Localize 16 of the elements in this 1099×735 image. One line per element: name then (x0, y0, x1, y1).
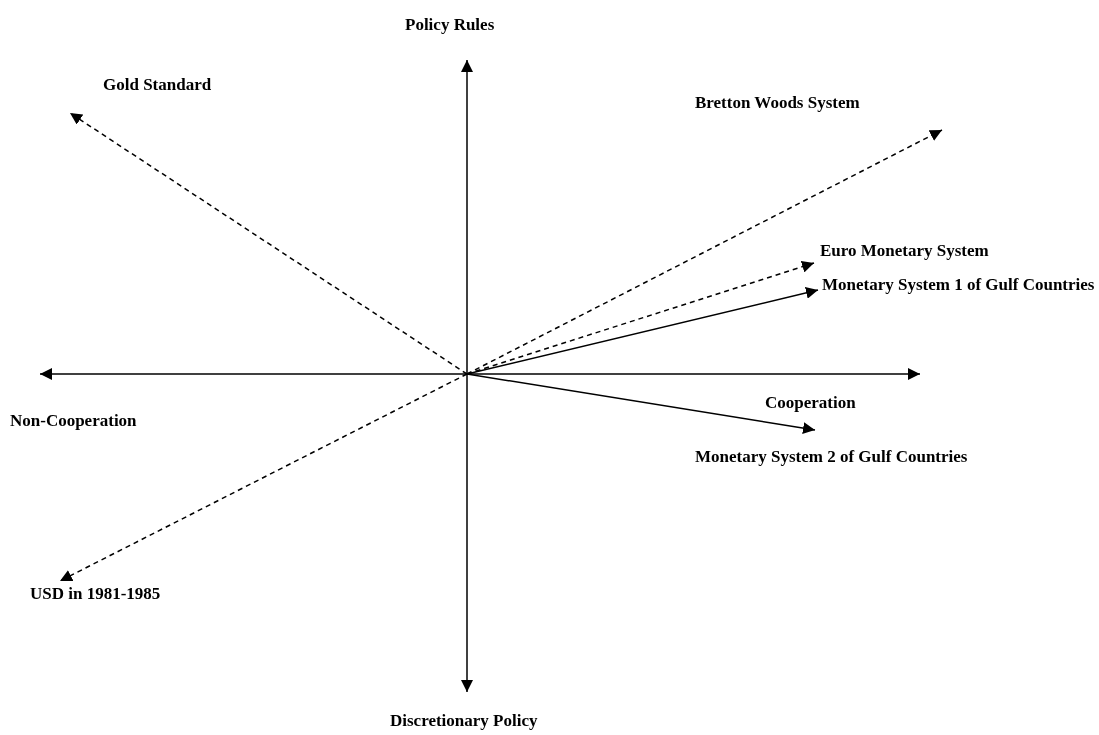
arrow (466, 286, 819, 375)
axis-label: Discretionary Policy (390, 710, 538, 732)
system-label: Gold Standard (103, 74, 212, 96)
arrow (466, 260, 815, 375)
axis-label: Non-Cooperation (10, 410, 137, 432)
system-label: Monetary System 2 of Gulf Countries (695, 446, 968, 468)
axis-label: Policy Rules (405, 14, 495, 36)
arrow (466, 129, 943, 375)
system-label: Euro Monetary System (820, 240, 989, 262)
axis-label: Cooperation (765, 392, 856, 414)
arrow (59, 373, 468, 582)
system-label: USD in 1981-1985 (30, 583, 161, 605)
system-label: Monetary System 1 of Gulf Countries (822, 274, 1095, 296)
arrow (69, 112, 468, 375)
arrow (466, 373, 816, 434)
system-label: Bretton Woods System (695, 92, 860, 114)
